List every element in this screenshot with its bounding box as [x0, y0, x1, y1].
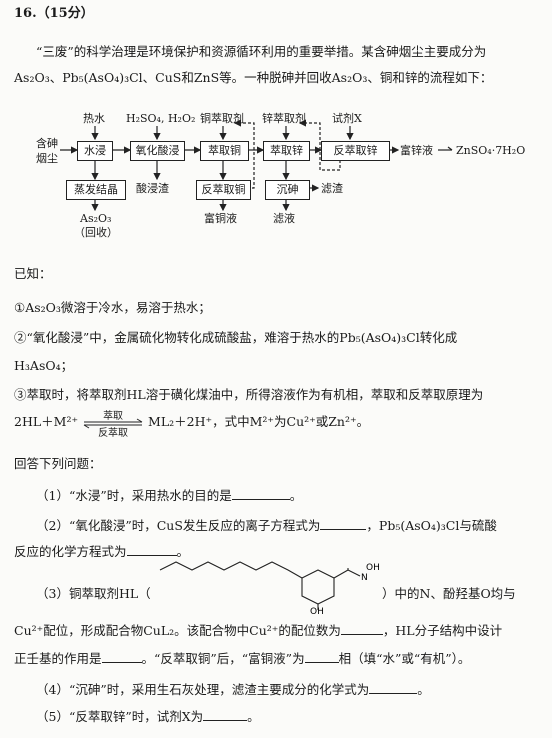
reagent-hot-water: 热水 — [83, 112, 105, 125]
reagent-zn-extractant: 锌萃取剂 — [262, 112, 306, 125]
output-product: ZnSO₄·7H₂O — [456, 144, 526, 157]
intro-line-2: As₂O₃、Pb₅(AsO₄)₃Cl、CuS和ZnS等。一种脱砷并回收As₂O₃… — [14, 70, 493, 85]
equation-bottom-label: 反萃取 — [98, 427, 129, 439]
box-water-leach: 水浸 — [77, 141, 113, 161]
flow-arrows — [60, 119, 453, 212]
box-back-extract-zn: 反萃取锌 — [321, 141, 390, 161]
output-recovery: （回收） — [74, 226, 118, 239]
q5: （5）“反萃取锌”时，试剂X为 。 — [36, 708, 260, 725]
q3-blank-1 — [340, 622, 383, 635]
q2-end: 。 — [176, 544, 190, 559]
q1-text: （1）“水浸”时，采用热水的目的是 — [36, 488, 232, 503]
known-item-1: ①As₂O₃微溶于冷水，易溶于热水； — [14, 300, 211, 315]
box-evap-cryst: 蒸发结晶 — [66, 180, 126, 200]
output-rich-zn: 富锌液 — [400, 144, 433, 157]
equation-right: ML₂＋2H⁺，式中M²⁺为Cu²⁺或Zn²⁺。 — [148, 414, 370, 429]
box-zn-extract: 萃取锌 — [263, 141, 310, 161]
q5-text: （5）“反萃取锌”时，试剂X为 — [36, 709, 204, 724]
q2-text: （2）“氧化酸浸”时，CuS发生反应的离子方程式为 — [36, 518, 321, 533]
output-as2o3: As₂O₃ — [80, 212, 112, 225]
equation-arrows: 萃取 反萃取 — [82, 411, 144, 439]
equation-left: 2HL＋M²⁺ — [14, 414, 79, 429]
intro-line-1: “三废”的科学治理是环境保护和资源循环利用的重要举措。某含砷烟尘主要成分为 — [36, 44, 487, 59]
q2-line1: （2）“氧化酸浸”时，CuS发生反应的离子方程式为 ，Pb₅(AsO₄)₃Cl与硫… — [36, 517, 497, 534]
q2-text-b: ，Pb₅(AsO₄)₃Cl与硫酸 — [366, 518, 497, 533]
q1-blank — [231, 487, 290, 500]
q3-blank-2 — [101, 650, 142, 663]
q3-text-a: （3）铜萃取剂HL（ — [36, 586, 151, 601]
known-item-2a: ②“氧化酸浸”中，金属硫化物转化成硫酸盐，难溶于热水的Pb₅(AsO₄)₃Cl转… — [14, 330, 458, 345]
struct-oh-2: OH — [310, 607, 324, 614]
q2-blank-2 — [126, 543, 177, 556]
q4: （4）“沉砷”时，采用生石灰处理，滤渣主要成分的化学式为 。 — [36, 681, 430, 698]
output-filtrate-right: 滤渣 — [321, 182, 343, 195]
q5-end: 。 — [247, 709, 260, 724]
output-acid-residue: 酸浸渣 — [136, 182, 169, 195]
q3-line3: 正壬基的作用是 。“反萃取铜”后，“富铜液”为 相（填“水”或“有机”）。 — [14, 650, 470, 667]
reagent-acid-oxidant: H₂SO₄, H₂O₂ — [126, 112, 196, 125]
reagent-cu-extractant: 铜萃取剂 — [200, 112, 244, 125]
q4-end: 。 — [417, 682, 430, 697]
box-back-extract-cu: 反萃取铜 — [196, 180, 251, 200]
q3-text-b: ）中的N、酚羟基O均与 — [382, 586, 516, 601]
output-rich-cu: 富铜液 — [204, 212, 237, 225]
struct-n: N — [361, 573, 368, 583]
input-label-2: 烟尘 — [36, 152, 58, 165]
q2-text-c: 反应的化学方程式为 — [14, 544, 127, 559]
q3-text-c: Cu²⁺配位，形成配合物CuL₂。该配合物中Cu²⁺的配位数为 — [14, 623, 341, 638]
q4-text: （4）“沉砷”时，采用生石灰处理，滤渣主要成分的化学式为 — [36, 682, 370, 697]
reagent-x: 试剂X — [332, 112, 362, 125]
q1: （1）“水浸”时，采用热水的目的是 。 — [36, 487, 302, 504]
answer-heading: 回答下列问题： — [14, 456, 102, 471]
question-number: 16.（15分） — [14, 6, 94, 21]
q3-text-g: 相（填“水”或“有机”）。 — [338, 651, 471, 666]
q3-line2: Cu²⁺配位，形成配合物CuL₂。该配合物中Cu²⁺的配位数为 ，HL分子结构中设… — [14, 622, 502, 639]
known-heading: 已知： — [14, 266, 52, 281]
q3-text-e: 正壬基的作用是 — [14, 651, 102, 666]
q3-text-d: ，HL分子结构中设计 — [382, 623, 503, 638]
box-cu-extract: 萃取铜 — [200, 141, 249, 161]
input-label-1: 含砷 — [36, 137, 58, 150]
q3-text-f: 。“反萃取铜”后，“富铜液”为 — [141, 651, 305, 666]
q1-end: 。 — [289, 488, 303, 503]
q3-blank-3 — [304, 650, 339, 663]
q2-line2: 反应的化学方程式为 。 — [14, 543, 189, 560]
hl-structure: N OH OH — [159, 561, 380, 614]
box-precip-as: 沉砷 — [265, 180, 310, 200]
box-oxid-acid-leach: 氧化酸浸 — [130, 141, 185, 161]
equation-top-label: 萃取 — [103, 410, 124, 422]
q4-blank — [369, 681, 418, 694]
q2-blank-1 — [320, 517, 367, 530]
known-equation: 2HL＋M²⁺ 萃取 反萃取 ML₂＋2H⁺，式中M²⁺为Cu²⁺或Zn²⁺。 — [14, 411, 370, 439]
output-filtrate-bottom: 滤液 — [273, 212, 295, 225]
known-item-2b: H₃AsO₄； — [14, 358, 74, 373]
struct-oh-1: OH — [366, 563, 380, 573]
known-item-3a: ③萃取时，将萃取剂HL溶于磺化煤油中，所得溶液作为有机相，萃取和反萃取原理为 — [14, 387, 484, 402]
q5-blank — [203, 708, 248, 721]
